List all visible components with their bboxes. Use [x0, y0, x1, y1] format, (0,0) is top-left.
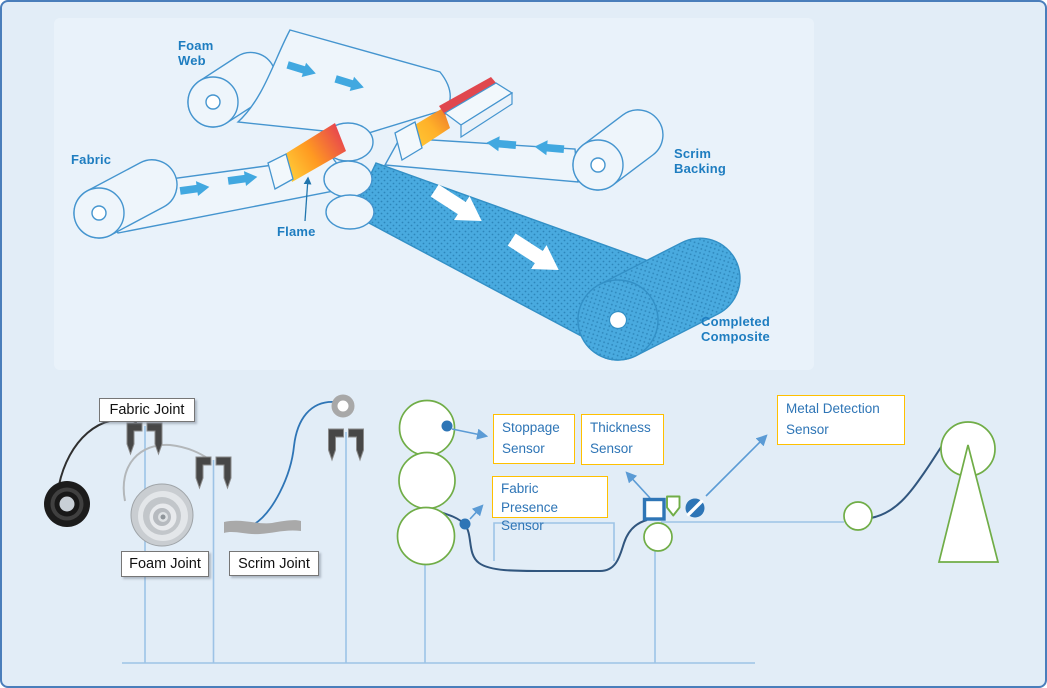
windup-stand — [937, 421, 1000, 563]
machine-frame-lines — [122, 426, 844, 664]
fabric-roll-core — [91, 205, 107, 221]
scrim-roll-core — [590, 157, 606, 173]
foam-web-curve — [122, 443, 210, 502]
guide-roller — [843, 501, 873, 531]
fabric-joint-label: Fabric Joint — [99, 398, 195, 422]
shield-icon — [666, 495, 681, 517]
scrim-joint-text: Scrim Joint — [238, 555, 310, 572]
nip-rollers — [396, 399, 456, 566]
foam-web-label: Foam Web — [178, 38, 214, 68]
scrim-roll — [383, 109, 664, 191]
fabric-presence-sensor-arrow — [469, 504, 484, 520]
composite-roll — [577, 237, 741, 361]
stoppage-sensor-box: Stoppage Sensor — [493, 414, 575, 464]
fabric-joint-text: Fabric Joint — [109, 402, 185, 418]
stoppage-sensor-dot — [441, 420, 453, 432]
metal-sensor-arrow — [705, 434, 768, 497]
composite-roll-core — [608, 310, 628, 330]
stoppage-sensor-text: Stoppage Sensor — [502, 420, 560, 456]
fabric-presence-sensor-box: Fabric Presence Sensor — [492, 476, 608, 533]
metal-detection-sensor-text: Metal Detection Sensor — [786, 401, 880, 437]
thickness-sensor-text: Thickness Sensor — [590, 420, 651, 456]
scrim-joint-clamp — [328, 428, 364, 462]
scrim-sheet — [383, 137, 579, 183]
foam-joint-clamp — [195, 456, 232, 490]
foam-joint-text: Foam Joint — [129, 556, 201, 572]
completed-composite-label: Completed Composite — [701, 314, 770, 344]
flame-label: Flame — [277, 224, 316, 239]
flame-burner-left — [267, 123, 346, 190]
completed-composite — [351, 162, 741, 361]
fabric-label: Fabric — [71, 152, 112, 167]
table-frame — [493, 522, 615, 561]
fabric-presence-sensor-dot — [459, 518, 471, 530]
thickness-sensor-arrow — [625, 471, 651, 499]
stoppage-sensor-arrow — [451, 428, 489, 440]
no-entry-icon — [685, 498, 705, 518]
fabric-unwind-roll — [44, 481, 90, 527]
flame-burner-right — [394, 77, 514, 162]
scrim-joint-label: Scrim Joint — [229, 551, 319, 576]
square-sensor-icon — [642, 497, 666, 521]
foam-joint-label: Foam Joint — [121, 551, 209, 577]
metal-detection-sensor-box: Metal Detection Sensor — [777, 395, 905, 445]
scrim-web-strip — [224, 520, 301, 535]
scrim-web-curve — [252, 401, 337, 526]
guide-roller — [643, 522, 673, 552]
scrim-guide-ring — [331, 394, 355, 418]
fabric-joint-clamp — [126, 422, 163, 456]
fabric-presence-sensor-text: Fabric Presence Sensor — [501, 481, 559, 533]
bottom-schematic — [44, 394, 1000, 664]
foam-web-roll — [187, 29, 451, 136]
scrim-backing-label: Scrim Backing — [674, 146, 726, 176]
foam-roll-core — [205, 94, 221, 110]
top-illustration — [54, 18, 814, 370]
foam-unwind-roll — [130, 483, 194, 547]
thickness-sensor-box: Thickness Sensor — [581, 414, 664, 465]
flame-pointer-arrow — [303, 176, 312, 222]
